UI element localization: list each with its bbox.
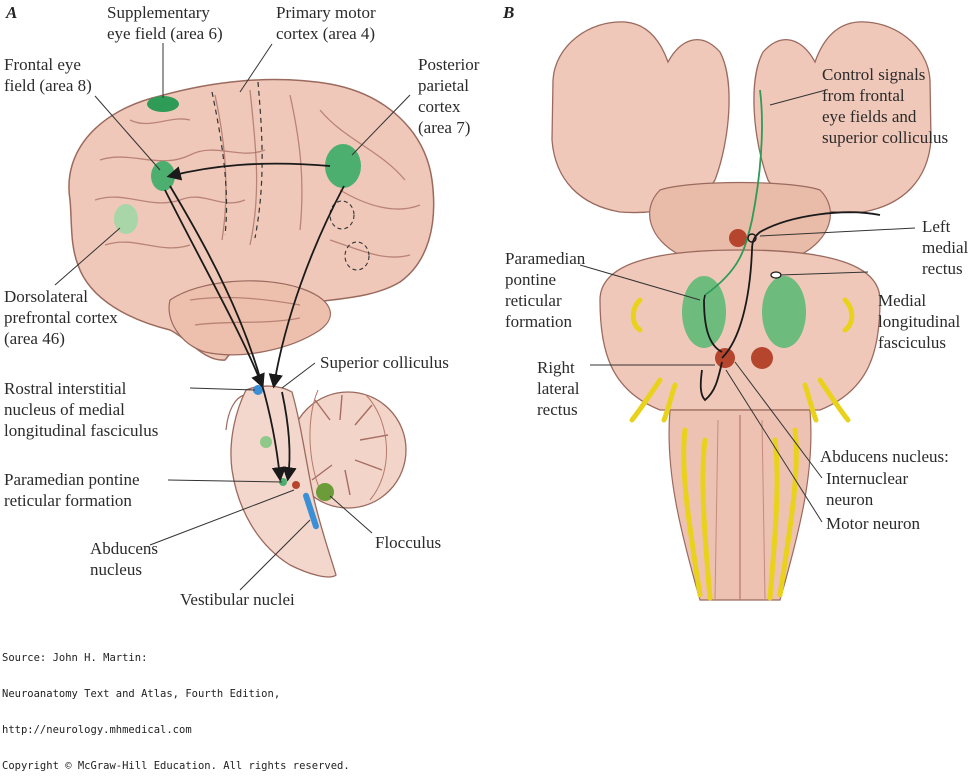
label-motor-neuron: Motor neuron <box>826 514 920 533</box>
label-control-signals: Control signals from frontal eye fields … <box>822 65 948 147</box>
panel-b-letter: B <box>502 3 514 22</box>
label-pprf-b: Paramedian pontine reticular formation <box>505 249 590 331</box>
mlf-path <box>721 211 881 359</box>
fef-to-colliculus-arrow <box>164 189 265 389</box>
fef-to-pprf-arrow <box>169 185 287 482</box>
pprf-to-abducens-path <box>703 299 723 353</box>
abducens-out-path <box>699 361 723 402</box>
label-medial-longitudinal-fasciculus: Medial longitudinal fasciculus <box>878 291 964 352</box>
dorsolateral-prefrontal-area <box>114 204 138 234</box>
label-flocculus: Flocculus <box>375 533 441 552</box>
label-frontal-eye-field: Frontal eye field (area 8) <box>4 55 92 95</box>
vestibular-nuclei-marker <box>303 492 319 530</box>
label-rostral-interstitial-nucleus: Rostral interstitial nucleus of medial l… <box>4 379 158 440</box>
supplementary-eye-field-area <box>147 96 179 112</box>
pons-green-spot <box>260 436 272 448</box>
label-dorsolateral-prefrontal-cortex: Dorsolateral prefrontal cortex (area 46) <box>4 287 122 348</box>
label-primary-motor-cortex: Primary motor cortex (area 4) <box>276 3 380 43</box>
abducens-nucleus-right <box>715 348 735 368</box>
right-pprf <box>762 276 806 348</box>
label-posterior-parietal-cortex: Posterior parietal cortex (area 7) <box>418 55 484 137</box>
parietal-to-colliculus-arrow <box>268 185 345 389</box>
label-supplementary-eye-field: Supplementary eye field (area 6) <box>107 3 223 43</box>
label-abducens-nucleus-b: Abducens nucleus: <box>820 447 949 466</box>
colliculus-to-pprf-arrow <box>281 391 297 482</box>
control-signal-path <box>704 89 763 296</box>
source-line: Copyright © McGraw-Hill Education. All r… <box>2 760 350 772</box>
cranial-nerves <box>629 297 855 601</box>
source-line: Source: John H. Martin: <box>2 652 148 664</box>
source-credit: Source: John H. Martin: Neuroanatomy Tex… <box>2 628 350 784</box>
panel-a-letter: A <box>5 3 17 22</box>
label-left-medial-rectus: Left medial rectus <box>922 217 973 278</box>
label-superior-colliculus: Superior colliculus <box>320 353 449 372</box>
figure: A <box>4 3 973 609</box>
flocculus-marker <box>316 483 334 501</box>
parietal-to-fef-arrow <box>166 162 331 181</box>
label-right-lateral-rectus: Right lateral rectus <box>537 358 584 419</box>
abducens-nucleus-left <box>751 347 773 369</box>
abducens-marker-a <box>292 481 300 489</box>
label-abducens-nucleus-a: Abducens nucleus <box>90 539 162 579</box>
label-pprf-a: Paramedian pontine reticular formation <box>4 470 144 510</box>
source-line: Neuroanatomy Text and Atlas, Fourth Edit… <box>2 688 281 700</box>
source-line: http://neurology.mhmedical.com <box>2 724 192 736</box>
oculomotor-nucleus <box>729 229 747 247</box>
label-vestibular-nuclei: Vestibular nuclei <box>180 590 295 609</box>
label-internuclear-neuron: Internuclear neuron <box>826 469 912 509</box>
